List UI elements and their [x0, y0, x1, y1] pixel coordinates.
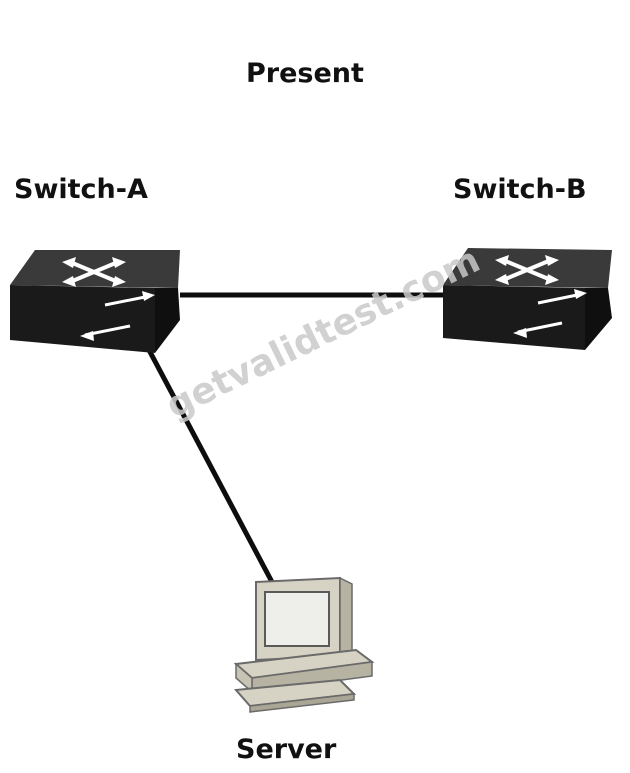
server-icon: [233, 576, 375, 713]
switch-a-label: Switch-A: [14, 174, 148, 205]
switch-b-label: Switch-B: [453, 174, 587, 205]
server-label: Server: [236, 734, 337, 765]
diagram-title: Present: [246, 58, 364, 89]
switch-b-icon: [443, 248, 612, 350]
switch-a-icon: [10, 250, 180, 353]
link-switch-a-server: [137, 331, 275, 584]
